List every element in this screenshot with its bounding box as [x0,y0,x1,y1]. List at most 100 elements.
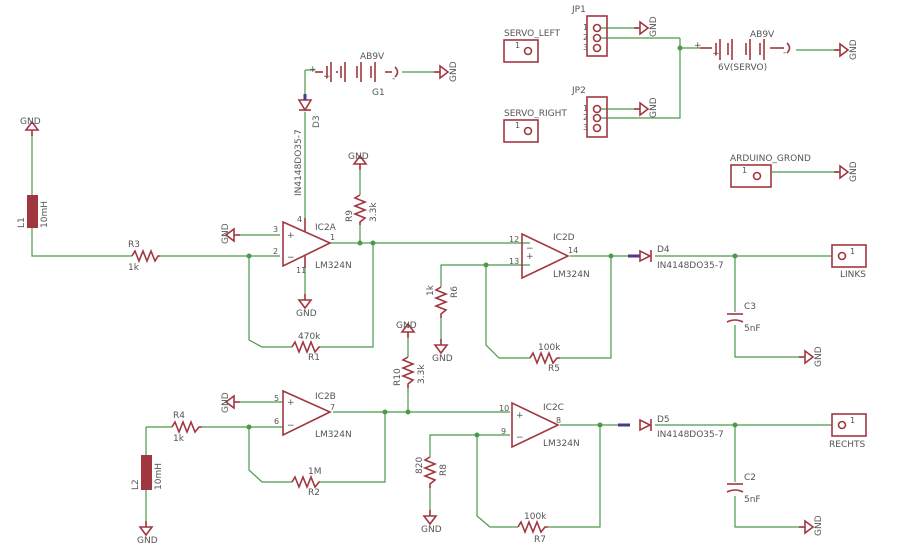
resistor-r1[interactable]: 470k R1 [291,332,321,363]
batt2-value: AB9V [750,30,775,40]
gnd-batt1-label: GND [449,61,459,82]
gnd-jp1-label: GND [649,16,659,37]
resistor-r10[interactable]: R10 3.3k [393,356,427,388]
batt1-minus: - [392,74,395,84]
c3-value: 5nF [744,324,761,334]
l2-name: L2 [131,479,141,490]
jp1-pin3: 3 [583,43,588,52]
gnd-batt2-label: GND [849,39,859,60]
ic2b-pin5: 5 [274,394,279,403]
ic2d-pin14: 14 [568,246,578,255]
r2-name: R2 [308,488,320,498]
ic2b-pin6: 6 [274,417,279,426]
resistor-r6[interactable]: 1k R6 [426,284,460,318]
connector-rechts[interactable]: 1 RECHTS [829,413,867,450]
ic2d-pin13: 13 [509,257,519,266]
links-label: LINKS [840,270,866,280]
ic2d-value: LM324N [553,270,590,280]
servo-left-pin: 1 [515,41,520,50]
diode-d4[interactable]: D4 IN4148DO35-7 [628,245,724,271]
connector-servo-right[interactable]: SERVO_RIGHT 1 [503,109,567,143]
r9-value: 3.3k [369,202,379,222]
gnd-r8-label: GND [421,525,442,535]
opamp-ic2b[interactable]: + − 5 6 7 IC2B LM324N [274,389,352,440]
arduino-label: ARDUINO_GROND [730,154,811,164]
resistor-r8[interactable]: 820 R8 [415,456,449,488]
resistor-r2[interactable]: 1M R2 [291,467,322,498]
servo-right-label: SERVO_RIGHT [504,109,567,119]
ic2a-pin4: 4 [297,215,302,224]
resistor-r4[interactable]: R4 1k [171,411,202,444]
batt2-plus: + [694,41,702,51]
links-pin: 1 [850,247,855,256]
servo-left-label: SERVO_LEFT [504,29,560,39]
opamp-ic2c[interactable]: + − 10 9 8 IC2C LM324N [499,401,580,449]
resistor-r9[interactable]: R9 3.3k [345,194,379,225]
r1-value: 470k [298,332,321,342]
gnd-c3-label: GND [814,346,824,367]
inductor-l1[interactable]: L1 10mH [17,195,50,228]
d3-value: IN4148DO35-7 [294,129,304,196]
connector-servo-left[interactable]: SERVO_LEFT 1 [503,29,560,63]
svg-text:+: + [526,252,534,262]
resistor-r5[interactable]: 100k R5 [529,343,561,374]
battery-g1[interactable]: AB9V + + - G1 [309,52,399,98]
capacitor-c2[interactable]: C2 5nF [726,473,761,505]
gnd-l2 [139,520,153,536]
c2-name: C2 [744,473,756,483]
gnd-batt2 [833,43,849,57]
d5-value: IN4148DO35-7 [657,430,724,440]
ground-symbols: GND GND GND GND GND GND GND GND GND GND … [20,16,859,546]
servo-right-pin: 1 [515,121,520,130]
opamp-ic2d[interactable]: + − 12 13 14 IC2D LM324N [509,232,590,280]
opamp-ic2a[interactable]: + − 3 2 1 4 11 IC2A LM324N [273,215,352,275]
gnd-r6-label: GND [432,354,453,364]
gnd-batt1 [433,65,449,79]
batt2-minus: - [783,48,786,58]
svg-text:−: − [287,421,295,431]
d4-name: D4 [657,245,670,255]
inductor-l2[interactable]: L2 10mH [131,455,164,490]
l1-name: L1 [17,217,27,228]
svg-text:−: − [516,433,524,443]
gnd-ic2b-5-label: GND [221,392,231,413]
gnd-jp2-label: GND [649,97,659,118]
svg-text:−: − [287,253,295,263]
r10-value: 3.3k [417,364,427,384]
r7-name: R7 [534,535,546,545]
r5-value: 100k [538,343,561,353]
r2-value: 1M [308,467,322,477]
svg-text:+: + [287,231,295,241]
diode-d5[interactable]: D5 IN4148DO35-7 [618,415,724,440]
d5-name: D5 [657,415,670,425]
resistor-r3[interactable]: R3 1k [128,240,160,273]
resistor-r7[interactable]: 100k R7 [517,512,548,545]
batt1-plus: + [309,65,317,75]
battery-servo[interactable]: AB9V + + - 6V(SERVO) [694,30,791,73]
jumper-jp1[interactable]: JP1 1 2 3 [571,5,608,57]
connector-links[interactable]: 1 LINKS [831,244,867,280]
svg-text:+: + [287,398,295,408]
ic2c-pin9: 9 [501,427,506,436]
l2-value: 10mH [154,463,164,490]
ic2a-pin3: 3 [273,225,278,234]
jp1-pin1: 1 [583,23,588,32]
gnd-jp1 [633,21,649,35]
gnd-ic2a-11 [298,293,312,309]
jumper-jp2[interactable]: JP2 1 2 3 [571,86,608,138]
diode-d3[interactable]: D3 IN4148DO35-7 [294,94,322,196]
jp2-pin3: 3 [583,123,588,132]
jp2-name: JP2 [571,86,586,96]
r10-name: R10 [393,368,403,386]
connector-arduino-grond[interactable]: ARDUINO_GROND 1 [730,154,811,188]
d4-value: IN4148DO35-7 [657,261,724,271]
r7-value: 100k [524,512,547,522]
r8-value: 820 [415,457,425,474]
ic2a-value: LM324N [315,261,352,271]
r5-name: R5 [548,364,560,374]
capacitor-c3[interactable]: C3 5nF [726,302,761,334]
r9-name: R9 [345,210,355,222]
jp2-pin2: 2 [583,113,588,122]
gnd-arduino-label: GND [849,161,859,182]
